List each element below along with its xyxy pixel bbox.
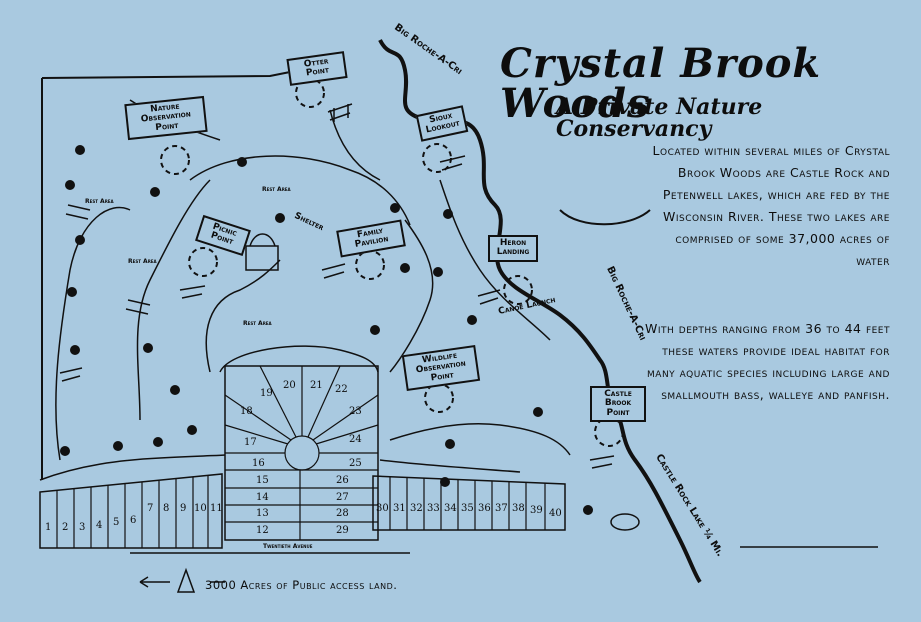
trail: [136, 179, 211, 421]
heron-landing-sign: Heron Landing: [488, 235, 538, 262]
trail: [389, 422, 571, 456]
picnic-table: [439, 155, 466, 171]
description-paragraph-2: With depths ranging from 36 to 44 feet t…: [645, 321, 890, 402]
lot-number: 20: [283, 380, 296, 391]
lot-number: 23: [349, 406, 362, 417]
lot-number: 15: [256, 475, 269, 486]
lot-grid-right: [372, 475, 566, 531]
lot-number: 30: [376, 503, 389, 514]
lot-number: 10: [194, 503, 207, 514]
observation-circle: [160, 145, 190, 175]
avenue-label: Twentieth Avenue: [263, 543, 313, 550]
lot-number: 33: [427, 503, 440, 514]
turtle: [610, 513, 640, 531]
canoe: [559, 209, 651, 226]
lot-number: 13: [256, 508, 269, 519]
lot-number: 36: [478, 503, 491, 514]
lot-number: 5: [113, 517, 120, 528]
picnic-table: [321, 263, 346, 279]
picnic-basket: [245, 245, 279, 271]
rest-area-label: Rest Area: [85, 198, 114, 205]
observation-circle: [355, 250, 385, 280]
trail: [189, 155, 411, 226]
lot-number: 14: [256, 492, 269, 503]
public-land-arrow: [139, 576, 225, 588]
center-block: [224, 365, 379, 541]
lot-number: 2: [62, 522, 69, 533]
lot-number: 40: [549, 508, 562, 519]
property-boundary: [41, 71, 291, 480]
lot-number: 27: [336, 492, 349, 503]
lot-number: 25: [349, 458, 362, 469]
observation-circle: [503, 275, 533, 305]
map-subtitle: A Private Nature Conservancy: [556, 94, 763, 142]
lot-grid: [39, 473, 223, 549]
lot-number: 29: [336, 525, 349, 536]
lot-number: 21: [310, 380, 323, 391]
lot-number: 38: [512, 503, 525, 514]
tree-markers: [60, 145, 593, 515]
lot-number: 17: [244, 437, 257, 448]
observation-circle: [424, 383, 454, 413]
picnic-table: [59, 367, 83, 382]
picnic-table: [327, 103, 353, 122]
picnic-table: [179, 285, 206, 299]
lot-number: 24: [349, 434, 362, 445]
lot-number: 1: [45, 522, 52, 533]
trail: [329, 109, 381, 181]
lot-number: 19: [260, 388, 273, 399]
lot-number: 11: [210, 503, 223, 514]
lot-number: 7: [147, 503, 154, 514]
lot-number: 22: [335, 384, 348, 395]
lot-number: 4: [96, 520, 103, 531]
trail: [39, 454, 226, 481]
lot-number: 31: [393, 503, 406, 514]
trail: [219, 345, 379, 373]
picnic-table: [125, 299, 151, 315]
trail: [389, 219, 434, 373]
lot-number: 18: [240, 406, 253, 417]
trail: [379, 459, 521, 473]
picnic-table: [589, 455, 615, 469]
castle-brook-point-sign: Castle Brook Point: [590, 386, 646, 423]
lot-number: 32: [410, 503, 423, 514]
trail: [55, 206, 131, 461]
tree-symbol: [176, 567, 196, 593]
public-land-label: 3000 Acres of Public access land.: [205, 578, 398, 592]
rest-area-label: Rest Area: [262, 186, 291, 193]
lot-number: 35: [461, 503, 474, 514]
lot-number: 39: [530, 505, 543, 516]
lot-number: 6: [130, 515, 137, 526]
lot-number: 37: [495, 503, 508, 514]
lot-number: 16: [252, 458, 265, 469]
rest-area-label: Rest Area: [243, 320, 272, 327]
lot-number: 34: [444, 503, 457, 514]
picnic-table: [477, 289, 501, 305]
observation-circle: [422, 143, 452, 173]
observation-circle: [188, 247, 218, 277]
map-title: Crystal Brook Woods: [500, 40, 822, 127]
lot-number: 26: [336, 475, 349, 486]
picnic-table: [65, 204, 91, 220]
lot-number: 28: [336, 508, 349, 519]
basket-handle: [249, 233, 276, 247]
lot-number: 8: [163, 503, 170, 514]
description-paragraph-1: Located within several miles of Crystal …: [652, 143, 890, 268]
river: [378, 39, 702, 584]
rest-area-label: Rest Area: [128, 258, 157, 265]
lot-number: 12: [256, 525, 269, 536]
lot-number: 3: [79, 522, 86, 533]
lot-number: 9: [180, 503, 187, 514]
trail: [439, 179, 551, 341]
